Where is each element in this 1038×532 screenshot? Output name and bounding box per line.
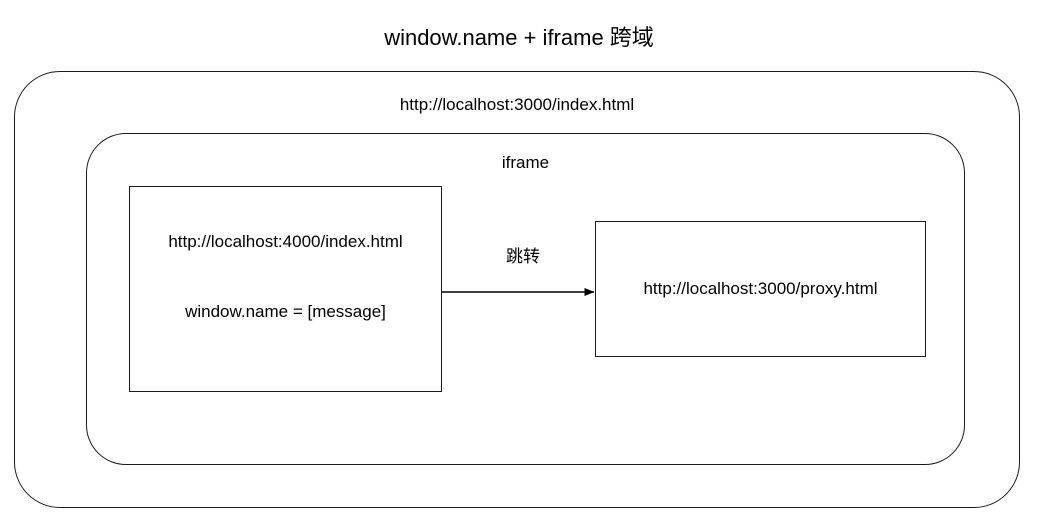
page-title: window.name + iframe 跨域 [384,25,654,50]
outer-page-frame [14,71,1020,508]
redirect-arrow-label: 跳转 [506,247,540,266]
iframe-frame-label: iframe [501,153,550,172]
proxy-page-box [595,221,926,357]
source-page-box [129,186,442,392]
iframe-frame [86,133,965,465]
outer-page-frame-label: http://localhost:3000/index.html [399,95,635,114]
source-page-code: window.name = [message] [185,302,386,321]
source-page-url: http://localhost:4000/index.html [168,232,403,251]
proxy-page-url: http://localhost:3000/proxy.html [643,279,878,298]
